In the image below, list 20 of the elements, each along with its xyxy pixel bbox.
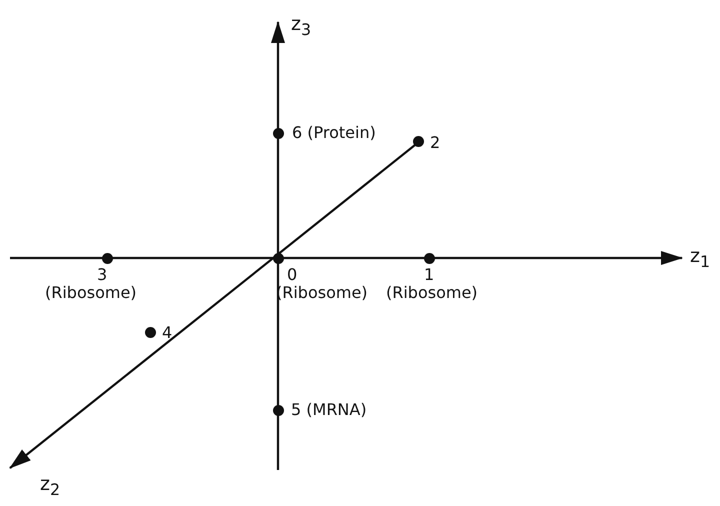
point-label: 4	[162, 324, 172, 342]
point-marker	[102, 252, 112, 264]
point-marker	[272, 252, 284, 264]
axis-label: z$_{1}$	[690, 246, 710, 272]
point-label: (Ribosome)	[276, 284, 368, 302]
point-marker	[272, 128, 284, 138]
point-label: 0	[287, 266, 298, 284]
point-marker	[424, 252, 434, 264]
point-label: 3	[97, 266, 108, 284]
point-label: 6 (Protein)	[292, 124, 376, 142]
point-label: (Ribosome)	[386, 284, 478, 302]
point-marker	[272, 404, 284, 416]
point-marker	[144, 326, 156, 338]
axis-label: z$_{2}$	[40, 474, 60, 500]
point-label: 1	[424, 266, 434, 284]
point-label: 2	[430, 134, 440, 152]
point-marker	[412, 136, 424, 146]
point-label: 5 (MRNA)	[291, 401, 367, 419]
axis-label: z$_{3}$	[291, 14, 312, 40]
point-label: (Ribosome)	[45, 284, 137, 302]
